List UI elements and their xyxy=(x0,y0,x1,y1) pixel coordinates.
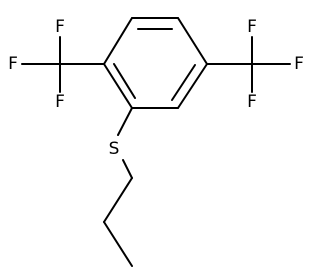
ch2-ch3-bond xyxy=(103,221,133,267)
ring-bond-lower-left-inner xyxy=(113,63,136,99)
right-cf3-fluorine-top: F xyxy=(247,17,257,37)
ch2-ch2-bond xyxy=(103,177,133,223)
aryl-sulfur-bond xyxy=(117,107,133,136)
right-cf3-fluorine-bottom: F xyxy=(247,92,257,112)
sulfur-ch2-bond xyxy=(122,159,133,179)
ring-bond-upper-left xyxy=(103,17,133,65)
propylthio-group: S xyxy=(103,107,133,267)
right-trifluoromethyl-group: F F F xyxy=(206,17,304,112)
left-cf3-fluorine-top: F xyxy=(55,17,65,37)
left-trifluoromethyl-group: F F F xyxy=(8,17,105,112)
ring-bond-upper-right xyxy=(177,17,208,65)
sulfur-atom: S xyxy=(109,139,120,159)
ring-bond-lower-left xyxy=(103,63,133,109)
left-cf3-fluorine-side: F xyxy=(8,54,18,74)
ring-bond-lower-right xyxy=(177,63,208,109)
benzene-ring xyxy=(103,17,208,109)
right-cf3-fluorine-side: F xyxy=(294,54,304,74)
left-cf3-fluorine-bottom: F xyxy=(55,92,65,112)
ring-bond-lower-right-inner xyxy=(171,64,196,101)
